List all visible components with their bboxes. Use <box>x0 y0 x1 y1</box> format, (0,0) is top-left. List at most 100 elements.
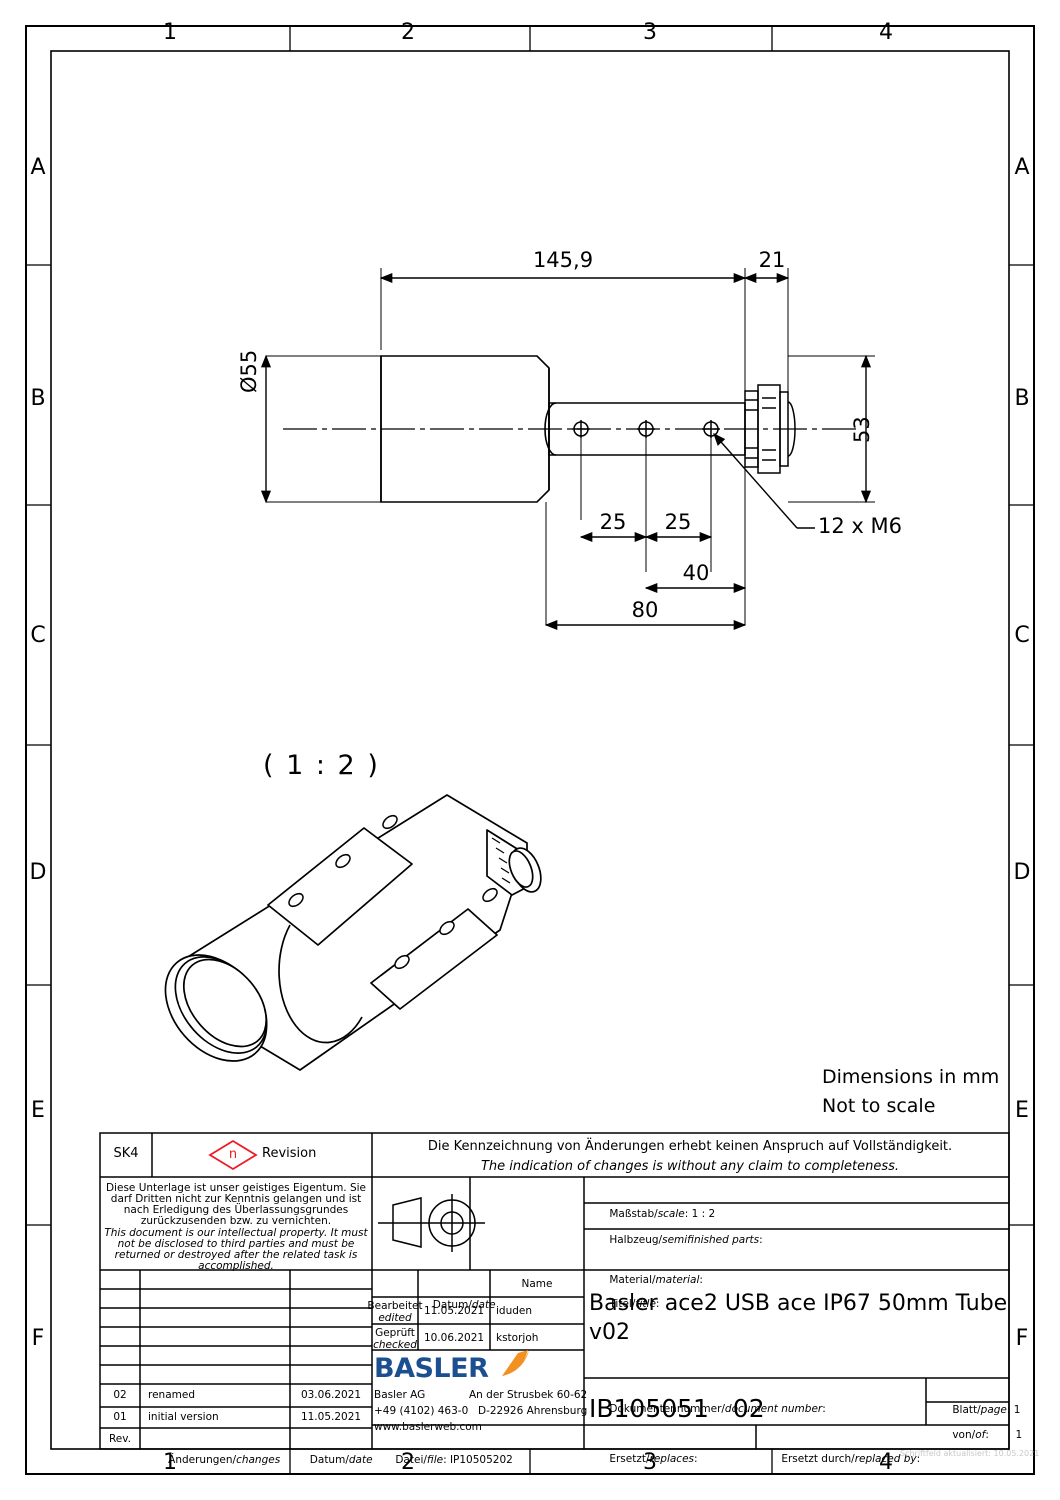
sheet-code: SK4 <box>113 1146 139 1161</box>
scale-field-label-it: scale <box>657 1208 685 1220</box>
file-field: Datei/file: IP10505202 <box>375 1434 513 1482</box>
semifinished-label-it: semifinished parts <box>662 1234 760 1246</box>
material-field: Material/material: <box>589 1254 703 1302</box>
dim-overall-length: 145,9 <box>532 248 594 272</box>
checked-label-de: Geprüft <box>375 1327 415 1339</box>
page-field: Blatt/page: 1 <box>932 1384 1020 1432</box>
legal-en-line-4: accomplished. <box>198 1260 274 1272</box>
header-date-de: Datum/ <box>432 1299 472 1311</box>
extension-lines <box>266 268 875 625</box>
title-field-label: Titel/title: <box>589 1278 659 1326</box>
revision-col-changes-de: Änderungen/ <box>168 1454 237 1466</box>
revision-col-rev: Rev. <box>108 1433 132 1445</box>
replaced-by-label-it: replaced by <box>854 1453 917 1465</box>
of-field: von/of: 1 <box>932 1409 1022 1457</box>
legal-en-line-1: This document is our intellectual proper… <box>104 1227 368 1239</box>
revision-row-1-change: initial version <box>148 1411 219 1423</box>
revision-label: Revision <box>262 1146 317 1161</box>
note-dimensions-unit: Dimensions in mm <box>822 1066 1000 1088</box>
legal-de-line-1: Diese Unterlage ist unser geistiges Eige… <box>105 1182 367 1194</box>
revision-diamond-icon <box>208 1139 258 1171</box>
replaced-by-label: Ersetzt durch/ <box>781 1453 855 1465</box>
docnum-label-suffix: : <box>822 1403 826 1415</box>
replaced-by-value: : <box>916 1453 921 1465</box>
revision-col-date-en: date <box>348 1454 373 1466</box>
edited-name: iduden <box>496 1305 533 1317</box>
docnum-label: Dokumentennummer/ <box>609 1403 725 1415</box>
edited-date: 11.05.2021 <box>423 1305 485 1317</box>
revision-symbol: n <box>228 1147 238 1162</box>
view-scale-label: ( 1 : 2 ) <box>263 750 380 781</box>
dim-hole-pitch-1: 25 <box>599 510 627 534</box>
company-city: D-22926 Ahrensburg <box>478 1405 588 1417</box>
zone-right-d: D <box>1013 860 1031 885</box>
revision-col-changes-en: changes <box>236 1454 281 1466</box>
legal-de-line-3: nach Erledigung des Überlassungsgrundes <box>123 1204 349 1216</box>
legal-en-line-3: returned or destroyed after the related … <box>114 1249 358 1261</box>
dim-total-hole-span: 80 <box>631 598 659 622</box>
page-value: : 1 <box>1006 1404 1021 1416</box>
of-label-it: of <box>975 1429 986 1441</box>
header-name: Name <box>521 1278 553 1290</box>
zone-right-a: A <box>1014 155 1030 180</box>
checked-name: kstorjoh <box>496 1332 539 1344</box>
legal-de-line-2: darf Dritten nicht zur Kenntnis gelangen… <box>110 1193 362 1205</box>
replaces-label: Ersetzt/ <box>609 1453 650 1465</box>
file-value: : IP10505202 <box>443 1454 513 1466</box>
header-date: Datum/date <box>412 1279 496 1327</box>
zone-right-e: E <box>1015 1098 1029 1123</box>
revision-col-date: Datum/date <box>289 1434 373 1482</box>
dim-hole-pitch-2: 25 <box>664 510 692 534</box>
dim-thread-callout: 12 x M6 <box>818 514 902 538</box>
projection-symbol-icon <box>378 1194 485 1252</box>
zone-top-2: 2 <box>401 20 415 45</box>
zone-bottom-3: 3 <box>643 1450 657 1475</box>
revision-row-2-change: renamed <box>148 1389 195 1401</box>
zone-top-3: 3 <box>643 20 657 45</box>
zone-left-b: B <box>30 386 46 411</box>
revision-col-changes: Änderungen/changes <box>148 1434 280 1482</box>
zone-bottom-2: 2 <box>401 1450 415 1475</box>
legal-de-line-4: zurückzusenden bzw. zu vernichten. <box>140 1215 332 1227</box>
company-legal-name: Basler AG <box>374 1389 426 1401</box>
zone-right-f: F <box>1015 1326 1029 1351</box>
company-phone: +49 (4102) 463-0 <box>374 1405 469 1417</box>
replaces-field: Ersetzt/replaces: <box>589 1433 697 1481</box>
checked-date: 10.06.2021 <box>423 1332 485 1344</box>
title-label: Titel/ <box>609 1298 636 1310</box>
dimension-lines <box>260 272 872 631</box>
edited-label-en: edited <box>378 1312 412 1324</box>
docnum-value: IB105051 02 <box>589 1394 765 1423</box>
revision-row-2-date: 03.06.2021 <box>300 1389 362 1401</box>
scale-field-value: : 1 : 2 <box>684 1208 716 1220</box>
title-value-line-1: Basler ace2 USB ace IP67 50mm Tube <box>589 1291 1008 1316</box>
note-not-to-scale: Not to scale <box>822 1095 936 1117</box>
zone-left-f: F <box>31 1326 45 1351</box>
zone-bottom-1: 1 <box>163 1450 177 1475</box>
semifinished-value: : <box>759 1234 763 1246</box>
zone-right-c: C <box>1014 623 1030 648</box>
semifinished-field: Halbzeug/semifinished parts: <box>589 1214 763 1262</box>
material-label-it: material <box>655 1274 700 1286</box>
basler-logo-text: BASLER <box>374 1353 489 1384</box>
title-label-it: title <box>635 1298 656 1310</box>
semifinished-label: Halbzeug/ <box>609 1234 663 1246</box>
zone-left-d: D <box>29 860 47 885</box>
zone-left-c: C <box>30 623 46 648</box>
material-value: : <box>699 1274 703 1286</box>
zone-right-b: B <box>1014 386 1030 411</box>
docnum-label-it: document number <box>724 1403 823 1415</box>
replaces-label-it: replaces <box>649 1453 695 1465</box>
company-street: An der Strusbek 60-62 <box>469 1389 588 1401</box>
checked-label-en: checked <box>373 1339 417 1351</box>
title-label-suffix: : <box>655 1298 660 1310</box>
legal-en-line-2: not be disclosed to third parties and mu… <box>117 1238 355 1250</box>
basler-swoosh-icon <box>502 1350 529 1376</box>
zone-left-a: A <box>30 155 46 180</box>
docnum-field-label: Dokumentennummer/document number: <box>589 1383 826 1431</box>
zone-top-4: 4 <box>879 20 893 45</box>
of-label: von/ <box>952 1429 976 1441</box>
thread-leader <box>713 433 815 529</box>
